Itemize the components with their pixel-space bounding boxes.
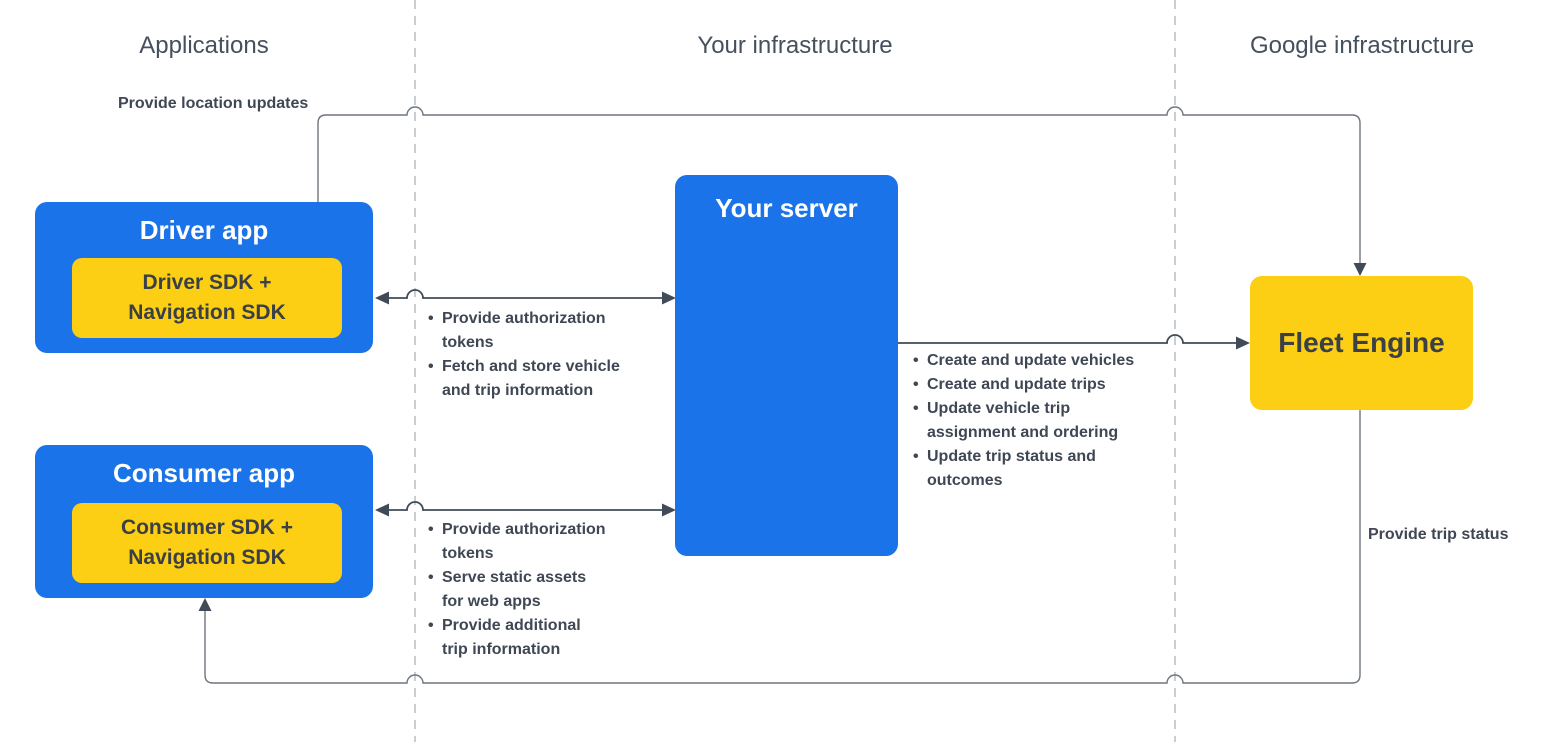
bullet-item: Provide authorization tokens: [426, 518, 676, 566]
node-driver-sdk: Driver SDK + Navigation SDK: [72, 258, 342, 338]
edge-driver-server: [388, 289, 663, 299]
label-provide-trip-status: Provide trip status: [1368, 526, 1509, 543]
node-fleet-engine: Fleet Engine: [1250, 276, 1473, 410]
lane-header-applications: Applications: [139, 32, 269, 59]
arrowhead-into-server-left-top: [662, 291, 676, 305]
lane-header-your-infrastructure: Your infrastructure: [697, 32, 893, 59]
node-driver-app: Driver app Driver SDK + Navigation SDK: [35, 202, 373, 353]
node-consumer-app: Consumer app Consumer SDK + Navigation S…: [35, 445, 373, 598]
arrowhead-into-consumer-app-bottom: [198, 598, 212, 611]
bullet-list-consumer-server: Provide authorization tokensServe static…: [426, 518, 676, 662]
fleet-engine-title: Fleet Engine: [1278, 327, 1445, 358]
arrowhead-into-server-left-bottom: [662, 503, 676, 517]
bullet-item: Update trip status and outcomes: [911, 445, 1181, 493]
label-provide-location-updates: Provide location updates: [118, 95, 309, 112]
bullet-list-driver-server: Provide authorization tokensFetch and st…: [426, 307, 676, 403]
edge-server-fleet: [898, 334, 1237, 344]
bullet-item: Fetch and store vehicle and trip informa…: [426, 355, 676, 403]
your-server-title: Your server: [715, 193, 858, 223]
node-your-server: Your server: [675, 175, 898, 556]
bullet-item: Update vehicle trip assignment and order…: [911, 397, 1181, 445]
bullet-item: Create and update trips: [911, 373, 1181, 397]
bullet-item: Provide additional trip information: [426, 614, 676, 662]
driver-app-title: Driver app: [139, 215, 269, 245]
arrowhead-into-consumer-app: [375, 503, 389, 517]
node-consumer-sdk: Consumer SDK + Navigation SDK: [72, 503, 342, 583]
lane-header-google-infrastructure: Google infrastructure: [1249, 32, 1475, 59]
edge-consumer-server: [388, 501, 663, 511]
arrowhead-into-fleet-engine-top: [1353, 263, 1367, 276]
consumer-app-title: Consumer app: [112, 458, 296, 488]
bullet-item: Provide authorization tokens: [426, 307, 676, 355]
bullet-item: Serve static assets for web apps: [426, 566, 676, 614]
arrowhead-into-driver-app: [375, 291, 389, 305]
bullet-item: Create and update vehicles: [911, 349, 1181, 373]
arrowhead-into-fleet-engine-left: [1236, 336, 1250, 350]
bullet-list-server-fleet: Create and update vehiclesCreate and upd…: [911, 349, 1181, 493]
